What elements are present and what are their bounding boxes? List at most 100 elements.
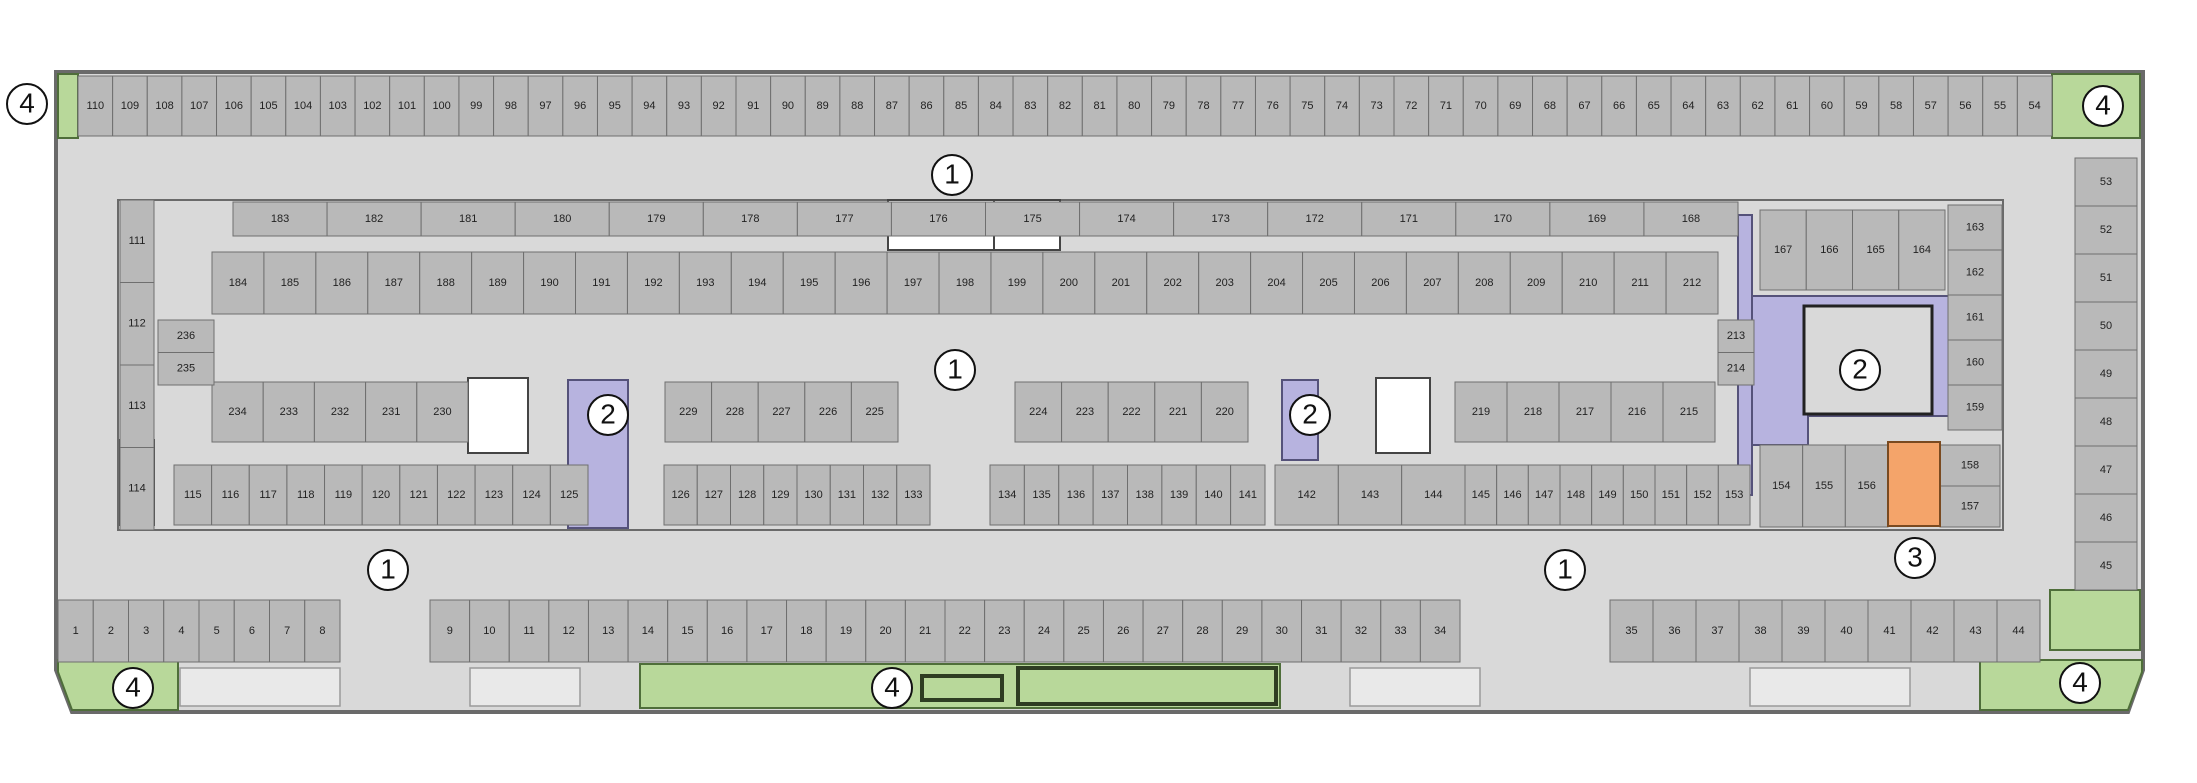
parking-space: [700, 75, 737, 137]
space-number: 70: [1474, 100, 1486, 112]
parking-space: [1953, 599, 1998, 663]
parking-space: [711, 381, 759, 443]
space-number: 169: [1588, 213, 1606, 225]
space-number: 130: [804, 489, 822, 501]
marker-label: 4: [2072, 666, 2088, 697]
space-number: 78: [1197, 100, 1209, 112]
space-number: 154: [1772, 480, 1790, 492]
space-number: 29: [1236, 625, 1248, 637]
space-number: 212: [1683, 277, 1701, 289]
highlighted-space: [1887, 441, 1941, 527]
space-number: 236: [177, 330, 195, 342]
space-number: 96: [574, 100, 586, 112]
parking-space: [423, 75, 460, 137]
green-area-marker: 4: [871, 667, 913, 709]
parking-space: [1898, 209, 1946, 291]
space-number: 115: [184, 489, 202, 501]
space-number: 55: [1994, 100, 2006, 112]
space-number: 8: [319, 625, 325, 637]
space-number: 76: [1267, 100, 1279, 112]
parking-space: [389, 75, 425, 137]
space-number: 107: [190, 100, 208, 112]
space-number: 120: [372, 489, 390, 501]
space-number: 48: [2100, 416, 2112, 428]
space-number: 211: [1631, 277, 1649, 289]
space-number: 73: [1371, 100, 1383, 112]
marker-label: 1: [380, 553, 396, 584]
space-number: 223: [1076, 406, 1094, 418]
parking-space: [173, 464, 213, 526]
space-number: 201: [1112, 277, 1130, 289]
parking-space: [1023, 599, 1065, 663]
parking-space: [1738, 599, 1783, 663]
parking-space: [908, 75, 945, 137]
driveway-marker: 1: [931, 154, 973, 196]
parking-space: [1042, 251, 1096, 315]
space-number: 51: [2100, 272, 2112, 284]
parking-space: [2016, 75, 2053, 137]
parking-space: [157, 319, 215, 353]
space-number: 171: [1400, 213, 1418, 225]
parking-space: [198, 599, 235, 663]
parking-space: [2074, 349, 2138, 399]
space-number: 219: [1472, 406, 1490, 418]
parking-space: [2074, 301, 2138, 351]
space-number: 106: [225, 100, 243, 112]
space-number: 218: [1524, 406, 1542, 418]
space-number: 60: [1821, 100, 1833, 112]
marker-label: 4: [884, 671, 900, 702]
space-number: 200: [1060, 277, 1078, 289]
parking-space: [608, 201, 704, 237]
space-number: 16: [721, 625, 733, 637]
circle-marker-icon: [931, 154, 973, 196]
space-number: 113: [128, 400, 146, 412]
green-area-marker: 4: [2082, 85, 2124, 127]
space-number: 14: [642, 625, 654, 637]
green-area: [2049, 589, 2141, 651]
parking-space: [575, 251, 628, 315]
parking-space: [702, 201, 798, 237]
parking-space: [1867, 599, 1912, 663]
space-number: 52: [2100, 224, 2112, 236]
space-number: 233: [280, 406, 298, 418]
parking-space: [1361, 201, 1457, 237]
space-number: 67: [1578, 100, 1590, 112]
space-number: 194: [748, 277, 766, 289]
space-number: 64: [1682, 100, 1694, 112]
space-number: 224: [1029, 406, 1047, 418]
parking-space: [1464, 464, 1498, 526]
space-number: 189: [488, 277, 506, 289]
space-number: 99: [470, 100, 482, 112]
parking-space: [1380, 599, 1421, 663]
parking-space: [1462, 75, 1499, 137]
space-number: 227: [772, 406, 790, 418]
parking-space: [512, 464, 551, 526]
parking-space: [1844, 444, 1889, 528]
space-number: 213: [1727, 330, 1745, 342]
space-number: 65: [1648, 100, 1660, 112]
parking-spaces: [57, 75, 2138, 663]
parking-space: [1337, 464, 1403, 526]
parking-space: [1852, 209, 1900, 291]
parking-space: [119, 199, 155, 283]
parking-space: [1301, 599, 1342, 663]
parking-space: [1012, 75, 1049, 137]
space-number: 198: [956, 277, 974, 289]
space-number: 89: [816, 100, 828, 112]
parking-space: [786, 599, 827, 663]
parking-space: [92, 599, 129, 663]
space-number: 159: [1966, 401, 1984, 413]
marker-label: 2: [1302, 398, 1318, 429]
parking-space: [1527, 464, 1561, 526]
parking-space: [863, 464, 898, 526]
space-number: 148: [1567, 489, 1585, 501]
parking-space: [890, 201, 986, 237]
parking-space: [315, 251, 369, 315]
parking-space: [1457, 251, 1511, 315]
parking-space: [1289, 75, 1326, 137]
space-number: 79: [1163, 100, 1175, 112]
parking-space: [262, 381, 315, 443]
space-number: 126: [671, 489, 689, 501]
parking-space: [1591, 464, 1624, 526]
